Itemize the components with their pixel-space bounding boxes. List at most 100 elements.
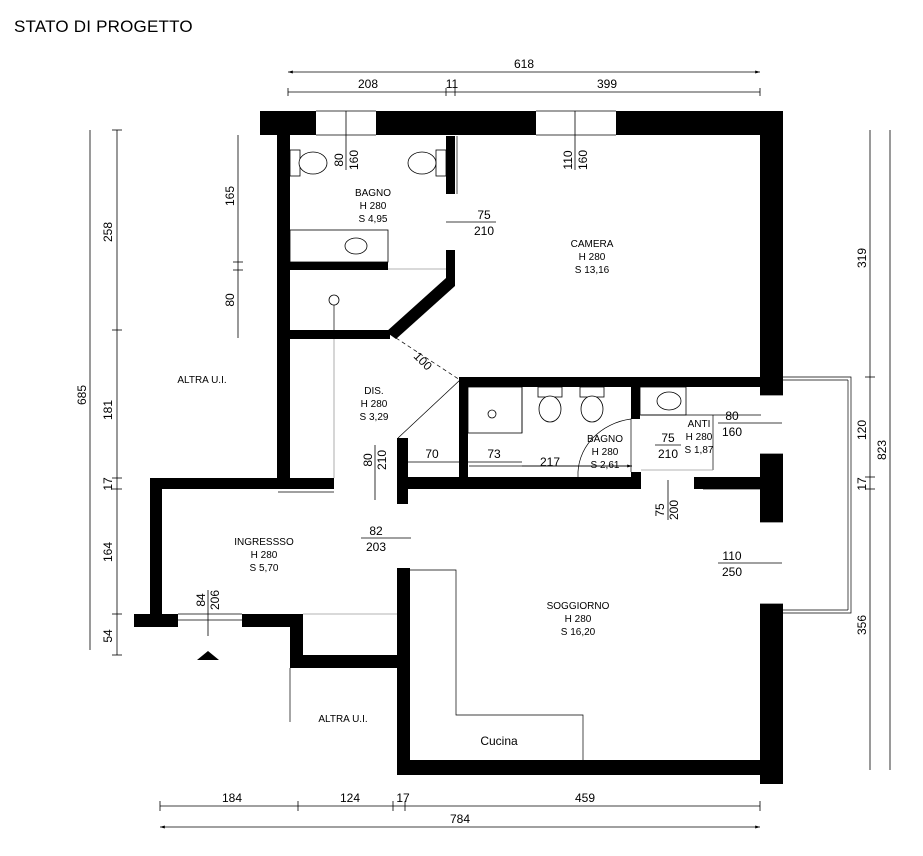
shower-tray-icon <box>467 386 523 434</box>
wall-entrance-right <box>242 614 303 627</box>
entrance-w: 84 <box>194 593 208 607</box>
wall-bagno2-bottom-stub <box>631 472 641 489</box>
sink-icon <box>344 237 368 255</box>
toilet2-tank-icon <box>537 386 563 398</box>
door-soggiorno-w: 75 <box>653 503 667 517</box>
toilet2-icon <box>538 395 562 423</box>
wall-bagno2-bottom <box>397 477 641 489</box>
room-bagno2: BAGNO H 280 S 2,61 <box>587 434 623 471</box>
walls <box>134 111 783 784</box>
door-soggiorno-h: 200 <box>667 500 681 520</box>
win-bagno-w: 80 <box>332 153 346 167</box>
dim-left-17: 17 <box>101 477 115 491</box>
room-name: INGRESSSO <box>234 537 294 548</box>
room-height: H 280 <box>361 399 388 410</box>
wall-anti-partition <box>631 377 640 419</box>
dim-left-685: 685 <box>75 385 89 405</box>
dim-bottom-184: 184 <box>222 791 242 805</box>
wall-entrance-left <box>134 614 178 627</box>
label-altra-ui-bottom: ALTRA U.I. <box>318 714 367 725</box>
page-title: STATO DI PROGETTO <box>14 17 193 36</box>
dim-left-181: 181 <box>101 400 115 420</box>
room-soggiorno: SOGGIORNO H 280 S 16,20 <box>547 601 610 638</box>
dim-top-399: 399 <box>597 77 617 91</box>
win-anti-h: 160 <box>722 425 742 439</box>
room-camera: CAMERA H 280 S 13,16 <box>571 239 614 276</box>
dim-bottom-124: 124 <box>340 791 360 805</box>
door-bagno2-w: 75 <box>661 431 675 445</box>
room-ingresso: INGRESSSO H 280 S 5,70 <box>234 537 294 574</box>
dim-h-70: 70 <box>425 447 439 461</box>
wall-right-upper <box>760 111 783 395</box>
dim-right-823: 823 <box>875 440 889 460</box>
wall-top-right <box>616 111 783 135</box>
label-cucina: Cucina <box>480 734 518 748</box>
room-labels: BAGNO H 280 S 4,95 CAMERA H 280 S 13,16 … <box>177 188 714 748</box>
room-area: S 13,16 <box>575 265 610 276</box>
door-bagno-camera-h: 210 <box>474 224 494 238</box>
anti-basin-icon <box>656 391 682 411</box>
wall-bagno2-left <box>459 377 468 477</box>
win-soggiorno-h: 250 <box>722 565 742 579</box>
room-height: H 280 <box>579 252 606 263</box>
bidet-icon <box>289 149 301 177</box>
dim-left-164: 164 <box>101 542 115 562</box>
room-name: BAGNO <box>355 188 391 199</box>
win-camera-w: 110 <box>561 150 575 169</box>
win-bagno-h: 160 <box>347 150 361 170</box>
wall-soggiorno-left <box>397 568 410 775</box>
room-height: H 280 <box>565 614 592 625</box>
wall-ingresso-top-left <box>150 478 290 489</box>
wall-anti-bottom <box>694 477 783 489</box>
dim-top-11: 11 <box>446 77 459 91</box>
bidet-bowl-icon <box>298 151 328 175</box>
door-bagno-camera-w: 75 <box>477 208 491 222</box>
kitchen-counter <box>410 569 584 760</box>
dim-right-356: 356 <box>855 615 869 635</box>
bidet2-icon <box>580 395 604 423</box>
entrance-h: 206 <box>208 590 222 610</box>
room-name: ANTI <box>688 419 711 430</box>
dim-top-total: 618 <box>514 57 534 71</box>
dim-inner-165: 165 <box>223 186 237 206</box>
room-area: S 3,29 <box>360 412 389 423</box>
dim-h-217: 217 <box>540 455 560 469</box>
wall-dis-top <box>290 330 390 339</box>
room-area: S 2,61 <box>591 460 620 471</box>
wall-step-horizontal <box>290 655 410 668</box>
dim-diag-100: 100 <box>411 349 435 373</box>
dimension-lines <box>89 70 891 829</box>
wall-step-vertical <box>290 614 303 668</box>
dim-right-120: 120 <box>855 420 869 440</box>
wall-ingresso-top-mid <box>290 478 334 489</box>
door-ingresso-h: 203 <box>366 540 386 554</box>
door-bagno2-h: 210 <box>658 447 678 461</box>
room-area: S 4,95 <box>359 214 388 225</box>
entrance-arrow-icon <box>197 651 219 660</box>
dim-h-73: 73 <box>487 447 501 461</box>
dim-top-208: 208 <box>358 77 378 91</box>
opening-labels: 80 160 110 160 75 210 80 210 75 210 80 1… <box>194 150 742 610</box>
room-bagno1: BAGNO H 280 S 4,95 <box>355 188 391 225</box>
wall-bagno2-top <box>459 377 783 387</box>
dim-right-17: 17 <box>855 477 869 491</box>
room-name: CAMERA <box>571 239 614 250</box>
wall-dis-angle <box>386 278 455 339</box>
wall-top-mid <box>376 111 536 135</box>
door-dis-h: 210 <box>375 450 389 470</box>
door-dis-w: 80 <box>361 453 375 467</box>
wall-bottom <box>397 760 783 775</box>
wall-bagno-stub <box>446 250 455 286</box>
bidet2-tank-icon <box>579 386 605 398</box>
dim-right-319: 319 <box>855 248 869 268</box>
room-area: S 16,20 <box>561 627 596 638</box>
wall-bagno-bottom <box>290 262 388 270</box>
shower-drain-icon <box>487 409 497 419</box>
wall-bagno-partition <box>446 136 455 194</box>
label-altra-ui-left: ALTRA U.I. <box>177 375 226 386</box>
win-camera-h: 160 <box>576 150 590 170</box>
wall-right-lower <box>760 604 783 784</box>
room-area: S 5,70 <box>250 563 279 574</box>
dim-bottom-17: 17 <box>396 791 410 805</box>
